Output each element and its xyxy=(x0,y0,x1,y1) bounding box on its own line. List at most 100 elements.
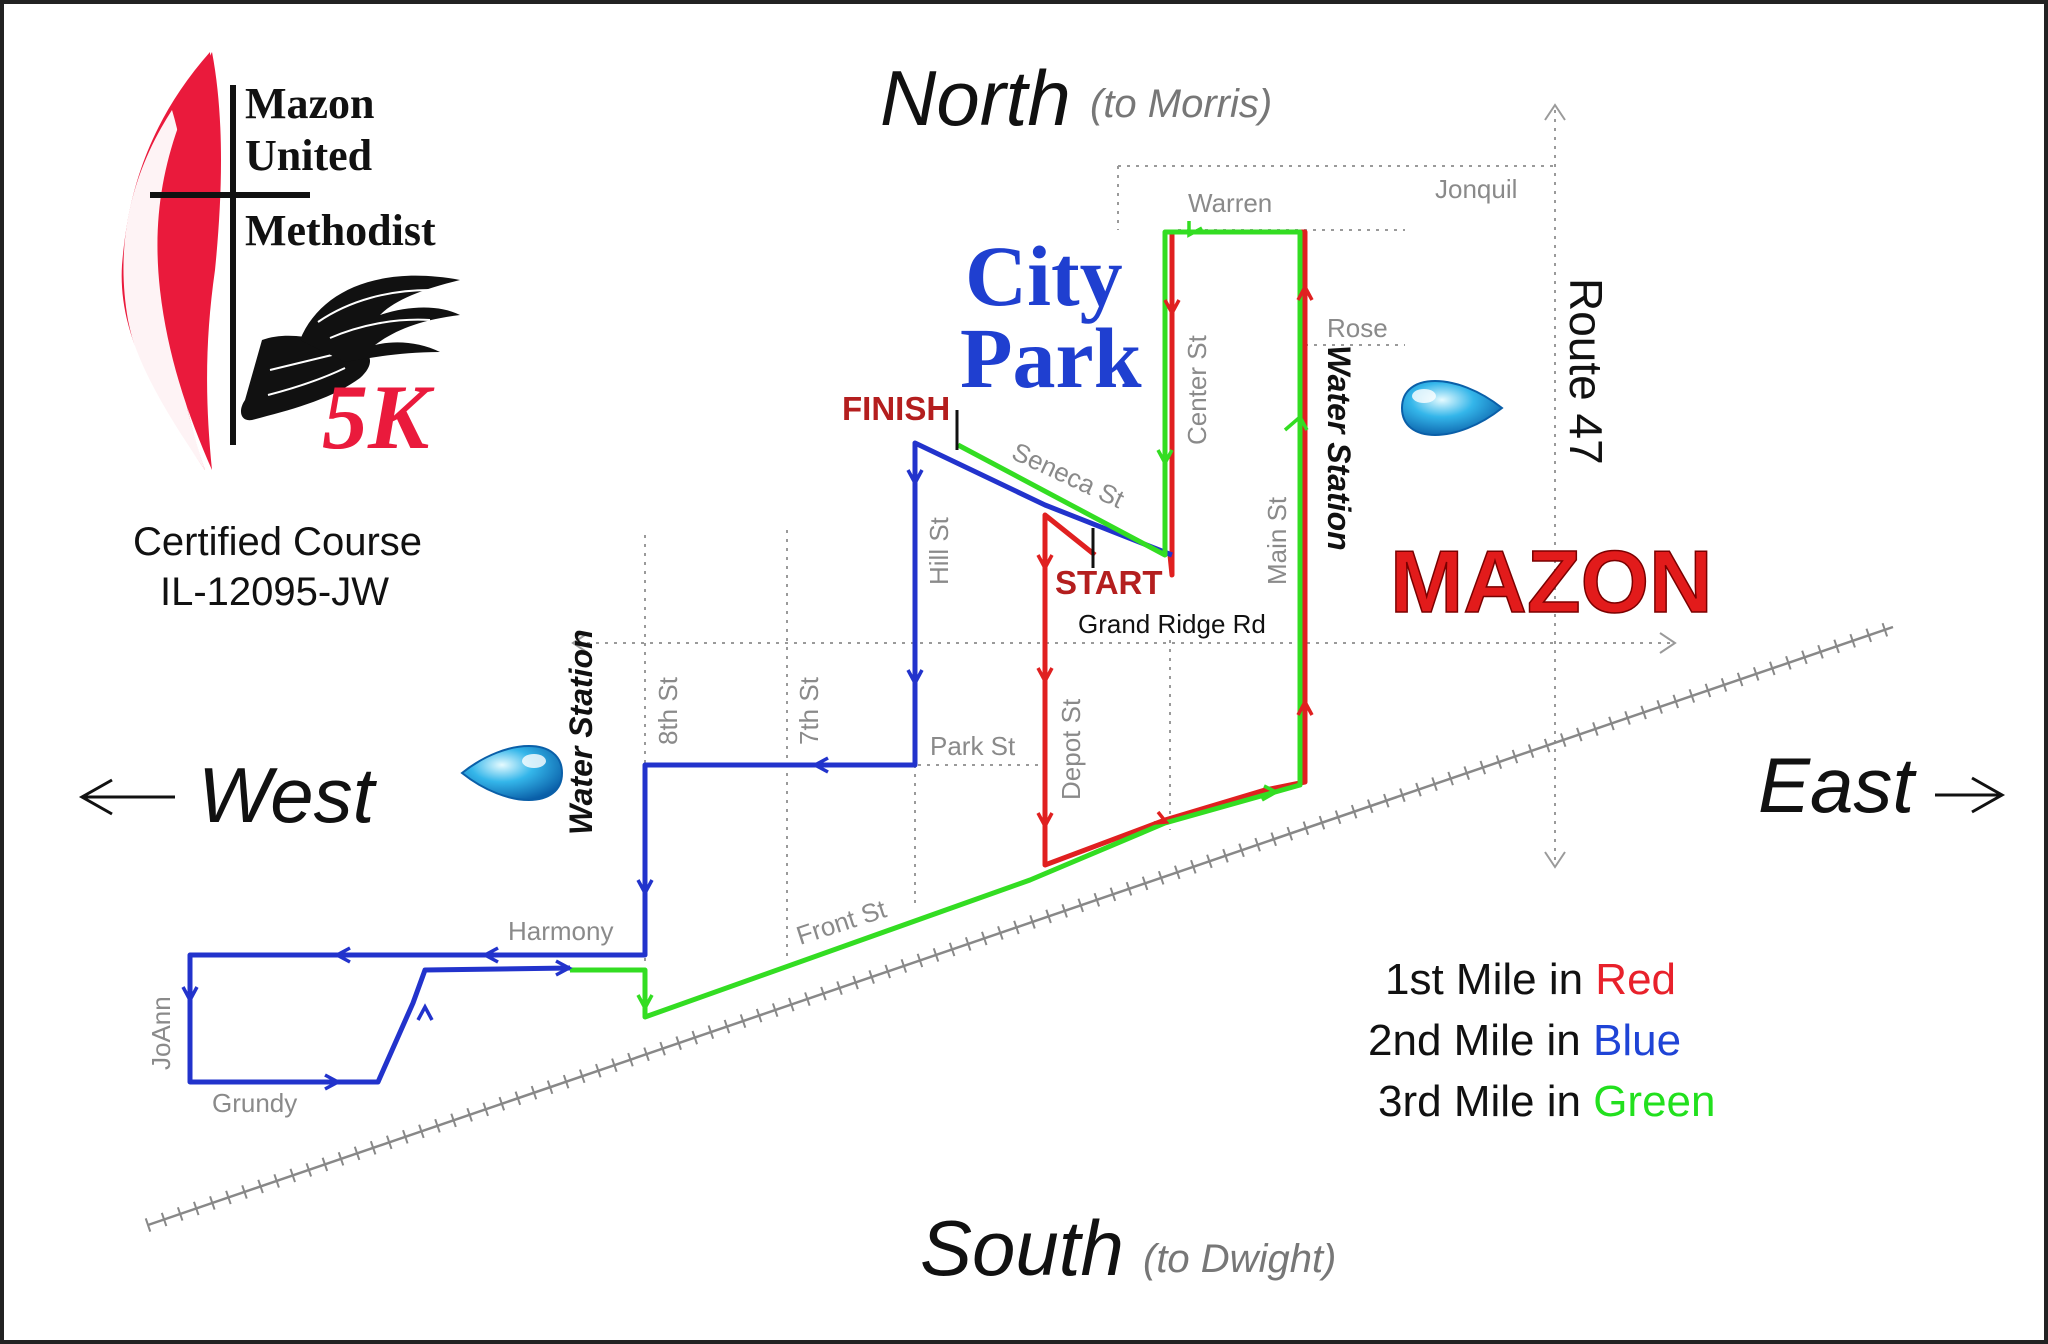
street-7th: 7th St xyxy=(794,676,824,745)
railroad-tie xyxy=(1559,733,1567,747)
street-main: Main St xyxy=(1262,496,1292,585)
railroad-tie xyxy=(1769,661,1776,676)
railroad-tie xyxy=(353,1146,361,1161)
railroad-tie xyxy=(948,942,956,957)
railroad-tie xyxy=(482,1102,489,1117)
railroad-tie xyxy=(1415,782,1422,797)
railroad-tie xyxy=(643,1047,650,1062)
railroad-tie xyxy=(1640,705,1647,720)
railroad-tie xyxy=(546,1080,554,1095)
railroad-tie xyxy=(1801,650,1808,665)
railroad-tie xyxy=(1013,920,1020,935)
west-arrow-icon xyxy=(78,778,175,816)
railroad-tie xyxy=(1672,694,1679,709)
railroad-tie xyxy=(723,1019,731,1034)
street-rose: Rose xyxy=(1327,313,1388,343)
railroad-tie xyxy=(369,1140,377,1155)
legend-row-1: 1st Mile in Red xyxy=(1385,955,1676,1004)
mile-legend: 1st Mile in Red 2nd Mile in Blue 3rd Mil… xyxy=(1368,955,1715,1126)
railroad-tie xyxy=(1206,854,1213,869)
railroad-tie xyxy=(1334,810,1342,825)
street-center: Center St xyxy=(1182,334,1212,445)
railroad-tie xyxy=(964,936,972,951)
railroad-tie xyxy=(1045,909,1052,924)
street-warren: Warren xyxy=(1188,188,1272,218)
grid-arrowheads xyxy=(571,103,1677,869)
railroad-tie xyxy=(820,986,827,1001)
east-arrow-icon xyxy=(1935,776,2006,814)
railroad-tie xyxy=(1495,755,1503,770)
railroad-tie xyxy=(1752,666,1760,681)
railroad-tie xyxy=(1865,628,1872,643)
certification-id: IL-12095-JW xyxy=(160,570,389,614)
railroad-tie xyxy=(1093,892,1101,907)
legend-color-red: Red xyxy=(1595,955,1676,1004)
railroad-tie xyxy=(707,1025,715,1040)
railroad-tie xyxy=(997,925,1004,940)
railroad-tie xyxy=(289,1168,296,1183)
race-logo: Mazon United Methodist 5K xyxy=(121,52,460,470)
legend-color-blue: Blue xyxy=(1593,1016,1681,1065)
railroad-tie xyxy=(418,1124,425,1139)
railroad-tie xyxy=(160,1212,168,1227)
railroad-tie xyxy=(1077,898,1084,913)
railroad-tie xyxy=(1029,914,1036,929)
route-mile-3 xyxy=(570,229,1303,1020)
street-8th: 8th St xyxy=(653,676,683,745)
railroad-tie xyxy=(1624,711,1631,725)
logo-race-distance: 5K xyxy=(322,366,435,468)
highway-label: Route 47 xyxy=(1560,278,1612,465)
railroad-tie xyxy=(1720,677,1728,692)
railroad-tie xyxy=(1704,683,1712,698)
railroad-tie xyxy=(1318,815,1326,830)
railroad-tie xyxy=(1511,749,1519,764)
railroad-tie xyxy=(1141,876,1149,891)
railroad-tie xyxy=(1367,799,1374,814)
railroad-tie xyxy=(627,1052,634,1067)
railroad-tie xyxy=(1399,788,1406,803)
railroad-tie xyxy=(337,1151,345,1166)
street-hill: Hill St xyxy=(924,516,954,585)
railroad-tie xyxy=(755,1008,763,1023)
street-park: Park St xyxy=(930,731,1016,761)
north-subtitle: (to Morris) xyxy=(1090,82,1272,126)
railroad-tie xyxy=(434,1118,441,1133)
water-station-label-east: Water Station xyxy=(1321,345,1357,551)
logo-line-1: Mazon xyxy=(245,79,375,128)
railroad-tie xyxy=(1543,738,1551,753)
railroad-tie xyxy=(981,931,988,946)
railroad-tie xyxy=(386,1135,393,1150)
railroad-tie xyxy=(1688,688,1696,703)
railroad-tie xyxy=(273,1173,280,1188)
railroad-tie xyxy=(466,1107,473,1122)
railroad-tie xyxy=(305,1162,313,1177)
street-harmony: Harmony xyxy=(508,916,613,946)
water-drop-icon xyxy=(460,745,564,801)
railroad-tie xyxy=(225,1190,232,1205)
route-arrows xyxy=(181,221,1314,1091)
railroad-tie xyxy=(530,1085,538,1100)
railroad-track xyxy=(144,622,1894,1232)
railroad-tie xyxy=(1479,760,1487,775)
cross-flame-icon xyxy=(121,52,310,470)
railroad-tie xyxy=(1125,881,1133,896)
railroad-tie xyxy=(1254,837,1261,852)
north-label: North xyxy=(880,54,1071,142)
railroad-tie xyxy=(1817,644,1824,659)
town-label: MAZON xyxy=(1390,532,1713,631)
logo-line-2: United xyxy=(245,131,372,180)
street-depot: Depot St xyxy=(1056,698,1086,800)
railroad-tie xyxy=(1736,672,1744,687)
railroad-tie xyxy=(884,964,891,979)
railroad-tie xyxy=(1656,700,1663,714)
railroad-tie xyxy=(1157,870,1165,885)
railroad-tie xyxy=(916,953,924,968)
railroad-tie xyxy=(1527,744,1535,758)
railroad-tie xyxy=(1350,804,1358,819)
railroad-tie xyxy=(932,948,940,962)
railroad-tie xyxy=(193,1201,200,1216)
railroad-tie xyxy=(562,1074,570,1089)
railroad-tie xyxy=(595,1063,602,1078)
